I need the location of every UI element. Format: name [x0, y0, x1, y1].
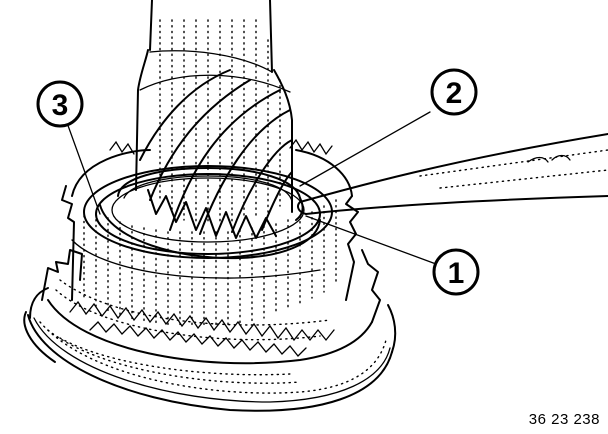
- callout-1-label: 1: [448, 257, 465, 290]
- base-plate: [23, 287, 397, 412]
- leader-line-3: [65, 119, 101, 215]
- screwdriver-tool: [297, 133, 608, 215]
- callout-2-label: 2: [446, 77, 463, 110]
- leader-line-1: [305, 215, 437, 265]
- synchronizer-body: [61, 138, 359, 329]
- lower-gear-ring: [41, 249, 381, 365]
- leader-lines: [65, 111, 437, 265]
- callout-3-label: 3: [52, 89, 69, 122]
- callout-3: 3: [36, 80, 84, 128]
- circlip: [117, 167, 304, 221]
- callout-1: 1: [432, 248, 480, 296]
- leader-line-2: [299, 111, 431, 187]
- helical-shaft: [135, 0, 293, 239]
- reference-number: 36 23 238: [529, 411, 600, 428]
- callout-2: 2: [430, 68, 478, 116]
